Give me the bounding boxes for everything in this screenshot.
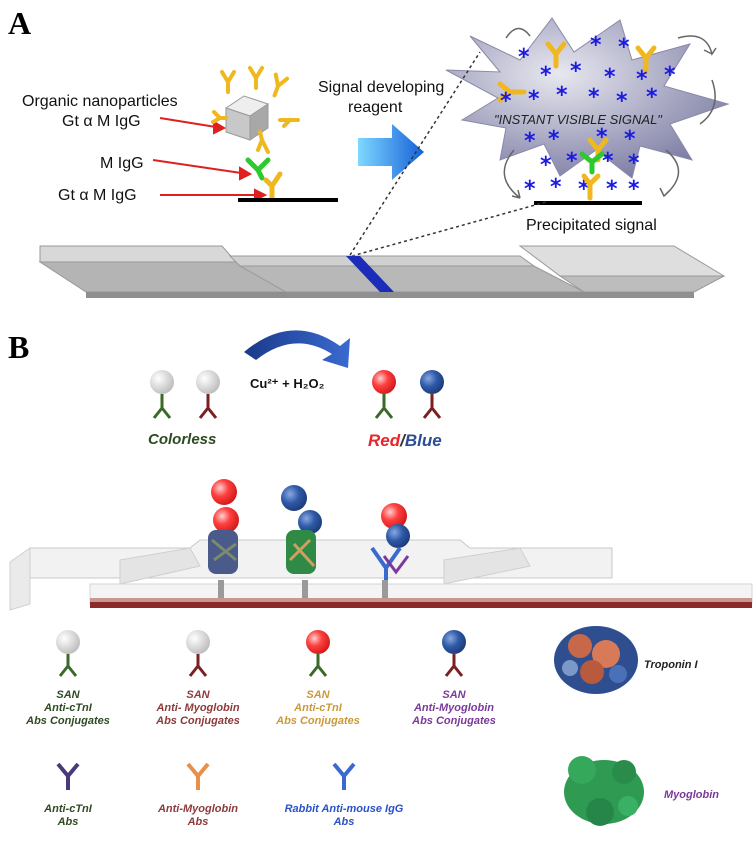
- svg-text:*: *: [636, 67, 648, 92]
- colorless-conjugates: [150, 370, 220, 419]
- svg-text:*: *: [550, 175, 562, 200]
- svg-text:*: *: [528, 87, 540, 112]
- green-antibody-icon: [245, 157, 271, 181]
- colorless-label: Colorless: [148, 431, 216, 448]
- reaction-reagent: Cu²⁺ + H₂O₂: [250, 376, 325, 391]
- panel-b-label: B: [8, 329, 29, 365]
- svg-text:Abs Conjugates: Abs Conjugates: [25, 715, 110, 727]
- yellow-capture-antibody-icon: [263, 171, 283, 201]
- rabbit-ab-icon: [332, 762, 356, 790]
- svg-text:*: *: [540, 153, 552, 178]
- burst-center-antibodies: [579, 137, 609, 201]
- legend-text-san-myo-blue: SAN Anti-Myoglobin Abs Conjugates: [411, 689, 496, 727]
- arrow-label-line2: reagent: [348, 99, 403, 116]
- red-pointer-lines: [152, 117, 268, 202]
- nanoparticle-cube: [224, 95, 270, 141]
- svg-text:*: *: [590, 33, 602, 58]
- svg-text:*: *: [556, 83, 568, 108]
- red-blue-label: Red/Blue: [368, 431, 442, 450]
- svg-text:*: *: [566, 149, 578, 174]
- legend-text-san-ctni-red: SAN Anti-cTnI Abs Conjugates: [275, 689, 360, 727]
- legend-text-rabbit: Rabbit Anti-mouse IgG Abs: [285, 803, 404, 828]
- label-gt-m-igg: Gt α M IgG: [58, 187, 137, 204]
- legend-text-anti-myo: Anti-Myoglobin Abs: [157, 803, 238, 828]
- svg-text:*: *: [524, 177, 536, 202]
- svg-text:*: *: [664, 63, 676, 88]
- anti-myo-ab-icon: [186, 762, 210, 790]
- svg-text:*: *: [646, 85, 658, 110]
- curved-arrow-icons: [503, 27, 717, 199]
- svg-text:SAN: SAN: [56, 689, 80, 701]
- svg-text:Abs Conjugates: Abs Conjugates: [155, 715, 240, 727]
- panel-a-label: A: [8, 5, 31, 41]
- lateral-flow-strip-b: [9, 539, 753, 611]
- svg-text:*: *: [500, 89, 512, 114]
- svg-text:Abs Conjugates: Abs Conjugates: [411, 715, 496, 727]
- zoom-dotted-lines: [349, 51, 547, 257]
- legend-icon-san-myo-blue: [442, 630, 466, 677]
- svg-text:Anti-cTnI: Anti-cTnI: [43, 803, 93, 815]
- capture-stack-2: [281, 485, 322, 574]
- label-m-igg: M IgG: [100, 155, 144, 172]
- svg-text:SAN: SAN: [442, 689, 466, 701]
- legend-text-san-myo: SAN Anti- Myoglobin Abs Conjugates: [155, 689, 240, 727]
- anti-ctni-ab-icon: [56, 762, 80, 790]
- blue-word: Blue: [405, 431, 442, 450]
- blue-right-arrow: [358, 124, 424, 180]
- instant-visible-signal-text: "INSTANT VISIBLE SIGNAL": [494, 112, 663, 127]
- legend-icon-san-ctni: [56, 630, 80, 677]
- capture-stack-3: [370, 503, 410, 580]
- svg-text:*: *: [570, 59, 582, 84]
- reaction-curved-arrow: [244, 330, 350, 368]
- slash: /: [399, 431, 407, 450]
- svg-text:SAN: SAN: [306, 689, 330, 701]
- svg-text:Abs: Abs: [187, 816, 209, 828]
- svg-text:Anti-Myoglobin: Anti-Myoglobin: [413, 702, 494, 714]
- svg-text:*: *: [624, 127, 636, 152]
- signal-burst: [445, 17, 730, 179]
- svg-text:*: *: [518, 45, 530, 70]
- svg-text:*: *: [628, 177, 640, 202]
- myoglobin-label: Myoglobin: [664, 789, 719, 801]
- legend-text-anti-ctni: Anti-cTnI Abs: [43, 803, 93, 828]
- svg-text:*: *: [606, 177, 618, 202]
- colored-conjugates: [372, 370, 444, 419]
- svg-text:Rabbit Anti-mouse IgG: Rabbit Anti-mouse IgG: [285, 803, 404, 815]
- legend-icon-san-ctni-red: [306, 630, 330, 677]
- svg-text:Abs: Abs: [333, 816, 355, 828]
- myoglobin-protein-icon: [564, 756, 644, 826]
- label-gt-m-igg-np: Gt α M IgG: [62, 113, 141, 130]
- svg-text:*: *: [604, 65, 616, 90]
- arrow-label-line1: Signal developing: [318, 79, 444, 96]
- legend-text-san-ctni: SAN Anti-cTnI Abs Conjugates: [25, 689, 110, 727]
- svg-text:Anti- Myoglobin: Anti- Myoglobin: [155, 702, 239, 714]
- yellow-antibody-icons: [211, 66, 300, 154]
- troponin-protein-icon: [554, 626, 638, 694]
- burst-yellow-antibodies: [497, 41, 657, 103]
- svg-text:*: *: [540, 63, 552, 88]
- svg-text:*: *: [524, 129, 536, 154]
- label-organic-nanoparticles: Organic nanoparticles: [22, 93, 178, 110]
- svg-text:*: *: [548, 127, 560, 152]
- svg-text:Abs: Abs: [57, 816, 79, 828]
- svg-text:Abs Conjugates: Abs Conjugates: [275, 715, 360, 727]
- troponin-label: Troponin I: [644, 659, 699, 671]
- precipitated-signal-label: Precipitated signal: [526, 217, 657, 234]
- svg-text:Anti-Myoglobin: Anti-Myoglobin: [157, 803, 238, 815]
- svg-text:*: *: [588, 85, 600, 110]
- burst-stars: *** ***** ******: [500, 33, 676, 114]
- svg-text:*: *: [618, 35, 630, 60]
- capture-stack-1: [208, 479, 239, 574]
- lateral-flow-strip-a: [38, 245, 726, 298]
- test-line-band: [346, 256, 394, 292]
- svg-text:*: *: [628, 151, 640, 176]
- svg-text:SAN: SAN: [186, 689, 210, 701]
- svg-text:*: *: [616, 89, 628, 114]
- svg-text:Anti-cTnI: Anti-cTnI: [43, 702, 93, 714]
- svg-text:*: *: [602, 149, 614, 174]
- red-word: Red: [368, 431, 401, 450]
- legend-icon-san-myo: [186, 630, 210, 677]
- svg-text:Anti-cTnI: Anti-cTnI: [293, 702, 343, 714]
